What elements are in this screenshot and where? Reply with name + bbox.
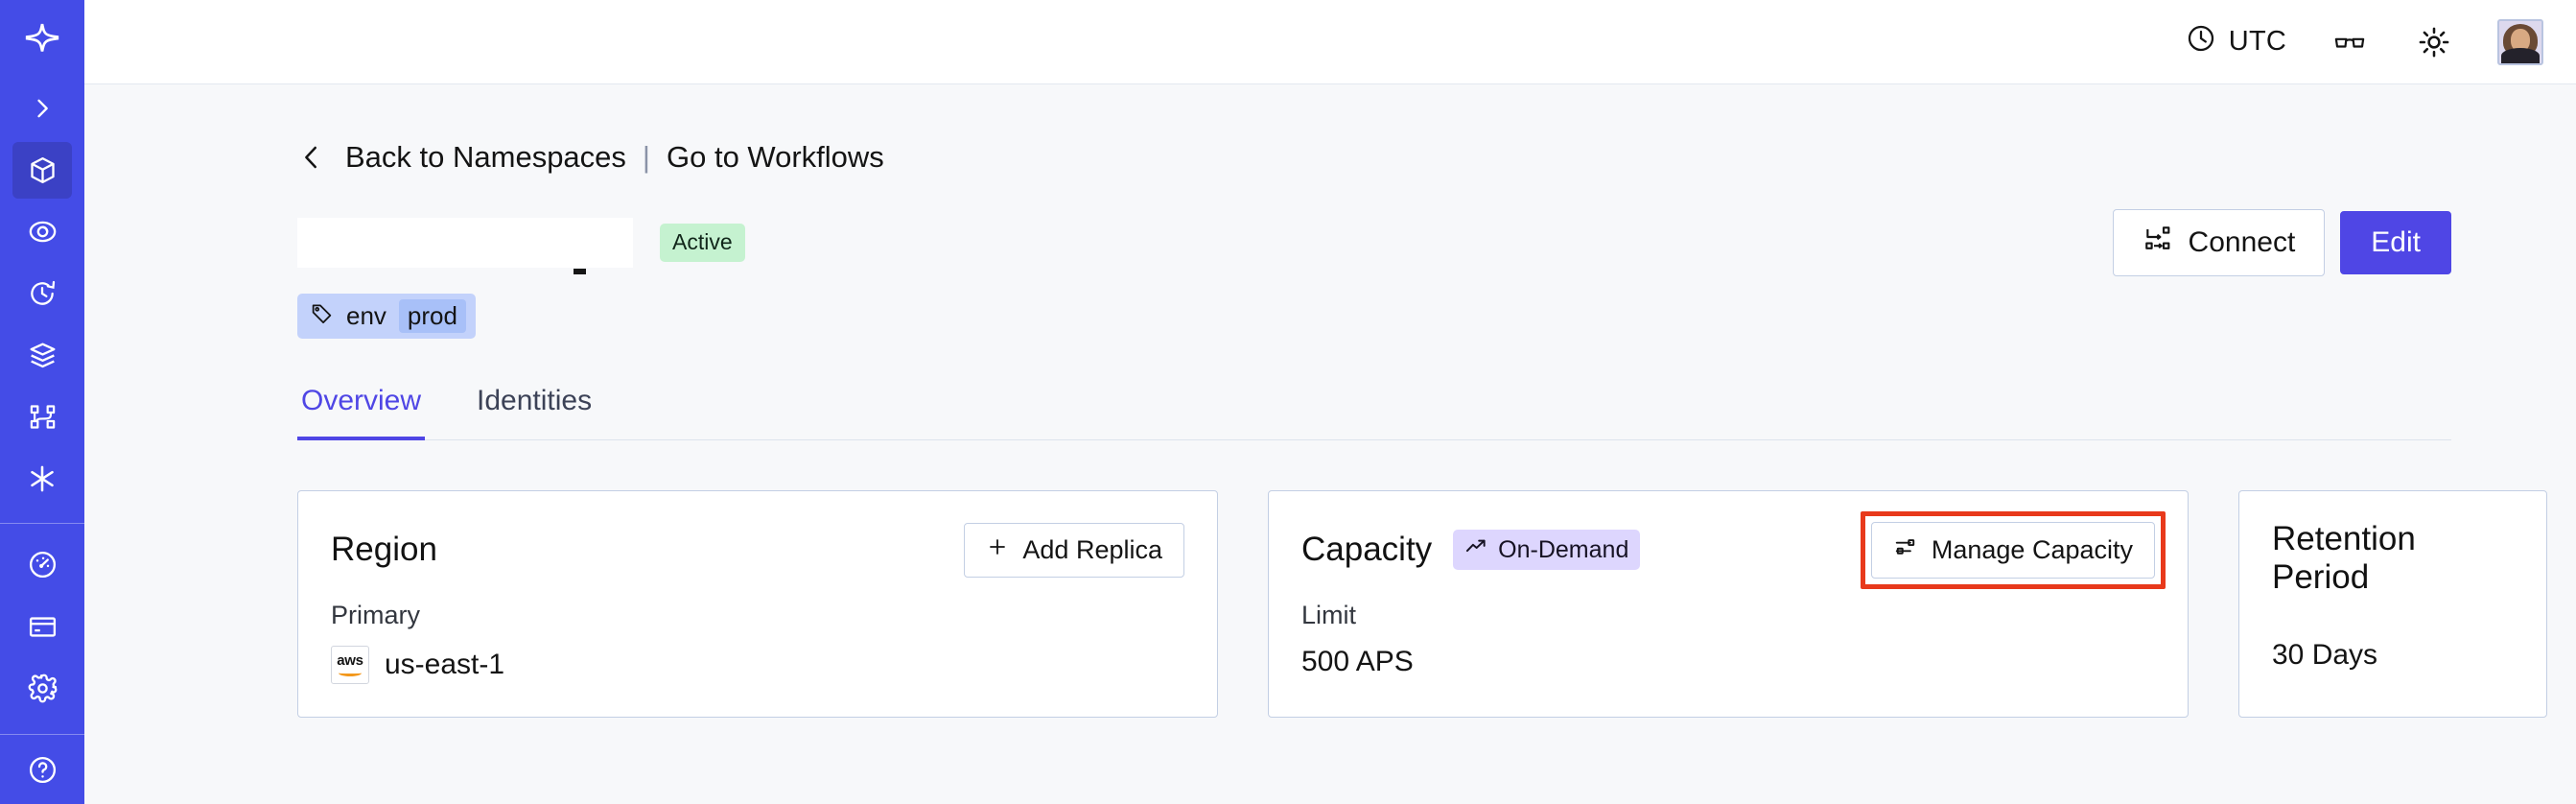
namespace-tags: env prod: [297, 294, 2451, 339]
connect-button[interactable]: Connect: [2112, 209, 2326, 276]
content-inner: Back to Namespaces | Go to Workflows Act…: [84, 140, 2576, 718]
retention-card-title: Retention Period: [2272, 520, 2416, 596]
capacity-limit-value: 500 APS: [1301, 646, 1414, 677]
asterisk-icon: [26, 462, 59, 495]
avatar-body: [2501, 47, 2540, 63]
page-content: Back to Namespaces | Go to Workflows Act…: [84, 84, 2576, 804]
timezone-label: UTC: [2228, 26, 2286, 57]
breadcrumb-back-link[interactable]: Back to Namespaces: [345, 140, 626, 174]
capacity-mode-label: On-Demand: [1498, 535, 1629, 563]
tag-env[interactable]: env prod: [297, 294, 476, 339]
trending-up-icon: [1464, 534, 1488, 565]
sun-icon[interactable]: [2413, 21, 2455, 63]
region-value-row: aws us-east-1: [331, 646, 1184, 684]
retention-value: 30 Days: [2272, 639, 2378, 671]
region-card: Region Add Replica: [297, 490, 1218, 718]
cube-icon: [27, 154, 59, 186]
plus-icon: [986, 535, 1009, 565]
aws-logo-icon: aws: [331, 646, 369, 684]
sidebar-item-observability[interactable]: [12, 204, 72, 260]
connect-button-label: Connect: [2188, 226, 2296, 258]
top-header-bar: UTC: [84, 0, 2576, 84]
main-area: UTC: [84, 0, 2576, 804]
tab-overview[interactable]: Overview: [297, 385, 426, 440]
sidebar-divider-1: [0, 522, 84, 524]
region-primary-label: Primary: [331, 601, 420, 629]
layers-icon: [27, 340, 59, 371]
header-controls: UTC: [2186, 18, 2543, 65]
eye-icon: [27, 216, 59, 248]
header-actions: Connect Edit: [2112, 209, 2451, 276]
sidebar-item-billing[interactable]: [12, 599, 72, 654]
edit-button-label: Edit: [2371, 226, 2421, 258]
capacity-limit-label: Limit: [1301, 601, 1357, 629]
history-clock-icon: [27, 278, 58, 309]
sidebar-item-nexus[interactable]: [12, 451, 72, 507]
chevron-left-icon[interactable]: [297, 143, 326, 172]
avatar-face: [2511, 28, 2530, 52]
chevron-right-icon: [29, 95, 56, 122]
glasses-icon[interactable]: [2329, 21, 2371, 63]
capacity-mode-badge: On-Demand: [1453, 530, 1641, 570]
breadcrumb-workflows-link[interactable]: Go to Workflows: [666, 140, 884, 174]
credit-card-icon: [27, 611, 59, 643]
tab-identities[interactable]: Identities: [477, 385, 593, 416]
breadcrumb: Back to Namespaces | Go to Workflows: [297, 140, 2451, 175]
status-badge: Active: [660, 224, 745, 262]
sidebar-divider-2: [0, 733, 84, 735]
manage-capacity-label: Manage Capacity: [1931, 534, 2133, 564]
sidebar-item-namespaces[interactable]: [12, 142, 72, 199]
tab-bar: Overview Identities: [297, 385, 2451, 440]
timezone-selector[interactable]: UTC: [2186, 23, 2286, 61]
aws-logo-smile: [339, 670, 362, 676]
help-circle-icon: [27, 754, 59, 786]
region-card-header: Region Add Replica: [331, 520, 1184, 579]
sidebar-item-expand[interactable]: [12, 81, 72, 136]
region-value: us-east-1: [385, 649, 505, 680]
tag-icon: [310, 301, 334, 332]
sidebar-item-workflows[interactable]: [12, 390, 72, 445]
sidebar-item-schedules[interactable]: [12, 266, 72, 321]
page-title: [297, 218, 633, 274]
nodes-graph-icon: [28, 402, 58, 432]
retention-card: Retention Period 30 Days: [2238, 490, 2547, 718]
user-avatar[interactable]: [2497, 18, 2543, 65]
capacity-card-header: Capacity On-Demand: [1301, 510, 2166, 589]
tag-value: prod: [398, 299, 466, 333]
sidebar-item-workers[interactable]: [12, 327, 72, 383]
edit-button[interactable]: Edit: [2340, 211, 2451, 274]
connect-flow-icon: [2143, 224, 2173, 262]
capacity-card-title: Capacity: [1301, 531, 1433, 568]
breadcrumb-separator: |: [642, 140, 650, 174]
primary-sidebar: [0, 0, 84, 804]
namespace-title-row: Active: [297, 209, 2451, 276]
clock-icon: [2186, 23, 2216, 61]
add-replica-label: Add Replica: [1022, 534, 1162, 564]
aws-logo-text: aws: [337, 652, 363, 669]
capacity-card: Capacity On-Demand: [1268, 490, 2189, 718]
capacity-card-action: Manage Capacity: [1860, 510, 2166, 589]
manage-capacity-button[interactable]: Manage Capacity: [1870, 521, 2155, 579]
sliders-icon: [1893, 534, 1918, 566]
temporal-star-logo-icon[interactable]: [12, 8, 72, 71]
gauge-icon: [27, 549, 59, 580]
sidebar-item-help[interactable]: [12, 743, 72, 798]
overview-cards: Region Add Replica: [297, 490, 2547, 718]
tag-key: env: [346, 301, 386, 330]
retention-card-header: Retention Period: [2272, 520, 2514, 597]
region-card-title: Region: [331, 531, 437, 568]
gear-icon: [27, 673, 59, 704]
title-glyph-fragment: [574, 269, 586, 274]
region-card-action: Add Replica: [964, 522, 1184, 578]
add-replica-button[interactable]: Add Replica: [964, 522, 1184, 578]
sidebar-item-usage[interactable]: [12, 536, 72, 592]
sidebar-item-settings[interactable]: [12, 660, 72, 716]
